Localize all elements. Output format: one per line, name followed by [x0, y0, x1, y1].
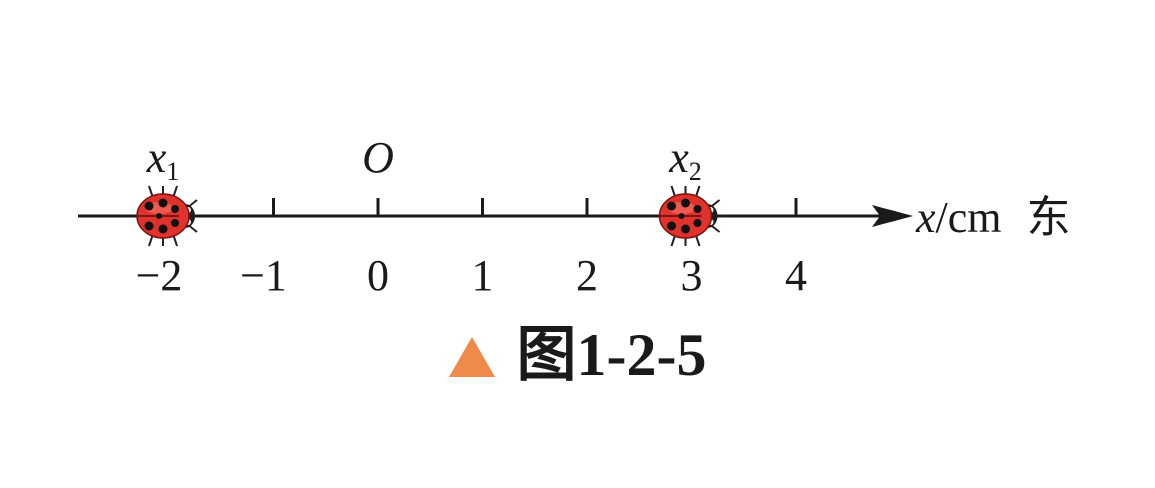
axis-direction: 东 [1027, 193, 1071, 242]
tick-label: 4 [785, 251, 807, 300]
bug-group: x1 x2 [136, 133, 721, 247]
caption-text: 图1-2-5 [516, 322, 707, 388]
tick-label: 1 [472, 251, 494, 300]
tick-label: 2 [576, 251, 598, 300]
x-axis-arrow [872, 205, 913, 227]
figure-caption: 图1-2-5 [0, 320, 1155, 390]
tick-label-group: −2 −1 0 1 2 3 4 [136, 251, 807, 300]
origin-label: O [362, 133, 394, 182]
axis-variable: x [915, 193, 936, 242]
axis-unit: /cm [936, 193, 1002, 242]
bug-position-label: x2 [668, 133, 702, 186]
axis-unit-label: x/cm 东 [915, 193, 1071, 242]
tick-label: −2 [136, 251, 183, 300]
tick-label: −1 [240, 251, 287, 300]
ladybug-icon [136, 185, 198, 247]
tick-label: 3 [681, 251, 703, 300]
bug-position-label: x1 [146, 133, 180, 186]
tick-group [272, 198, 798, 216]
triangle-marker-icon [448, 337, 495, 377]
tick-label: 0 [367, 251, 389, 300]
ladybug-icon [658, 185, 721, 247]
